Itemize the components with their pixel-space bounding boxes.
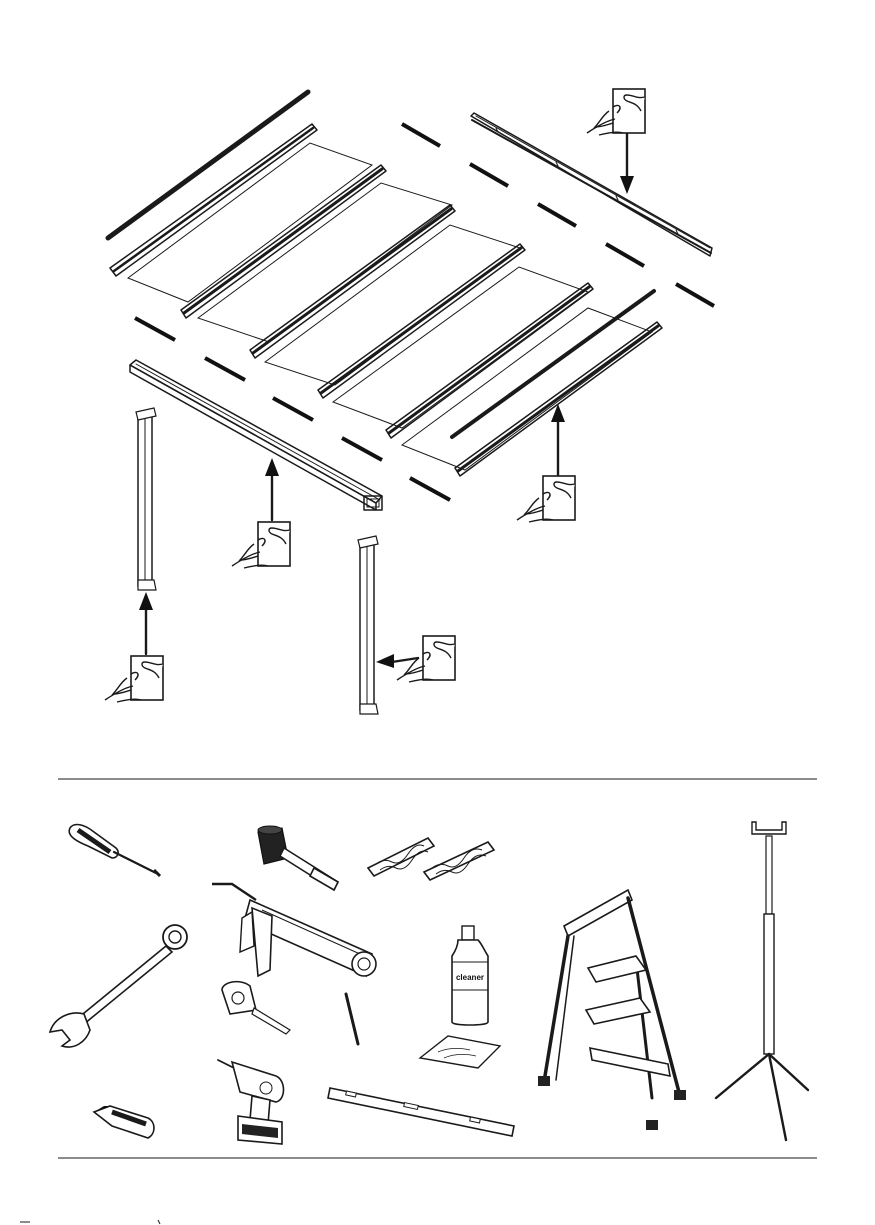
utility-knife-icon bbox=[94, 1106, 154, 1138]
cleaner-bottle-icon: cleaner bbox=[452, 926, 488, 1025]
cleaning-cloth-icon bbox=[420, 1036, 500, 1068]
pencil-icon bbox=[346, 994, 358, 1044]
arrow-icon bbox=[139, 592, 153, 654]
telescopic-support-pole-icon bbox=[716, 822, 808, 1140]
cordless-drill-icon bbox=[218, 1060, 284, 1144]
arrow-icon bbox=[620, 134, 634, 194]
edge-mark bbox=[158, 1220, 160, 1224]
screwdriver-icon bbox=[69, 825, 160, 876]
bottle-label: cleaner bbox=[456, 973, 484, 982]
support-post bbox=[136, 408, 156, 590]
wrench-icon bbox=[50, 925, 187, 1047]
rubber-mallet-icon bbox=[258, 826, 338, 890]
step-ladder-icon bbox=[538, 890, 686, 1130]
tools-section: cleaner bbox=[50, 822, 808, 1144]
peel-protective-film-icon bbox=[105, 656, 163, 702]
sealing-pads-icon bbox=[368, 838, 494, 880]
peel-protective-film-icon bbox=[587, 89, 645, 135]
arrow-icon bbox=[265, 458, 279, 520]
roof-assembly-diagram bbox=[105, 89, 714, 714]
spirit-level-icon bbox=[328, 1088, 514, 1136]
peel-protective-film-icon bbox=[232, 522, 290, 568]
peel-protective-film-icon bbox=[517, 476, 575, 522]
caulking-gun-icon bbox=[212, 884, 376, 976]
support-post bbox=[358, 536, 378, 714]
tape-measure-icon bbox=[222, 982, 290, 1034]
arrow-icon bbox=[551, 404, 565, 476]
